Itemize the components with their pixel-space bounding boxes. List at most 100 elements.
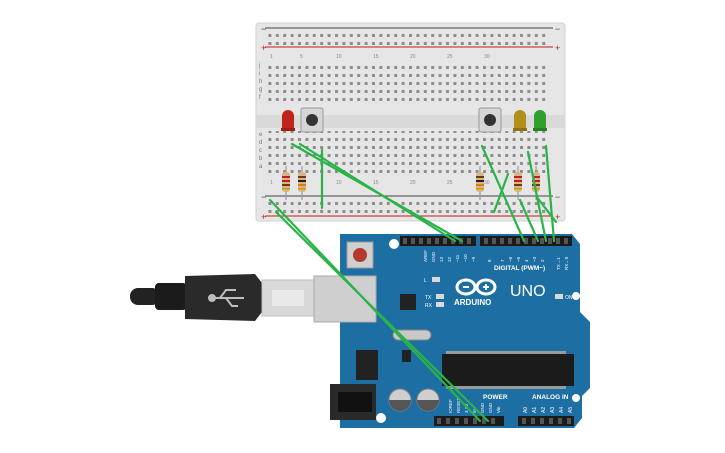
analog-label: ANALOG IN — [532, 394, 569, 401]
row-letter: a — [259, 164, 263, 170]
rail-minus-sign: − — [261, 192, 266, 202]
pin-label: A4 — [559, 407, 565, 413]
power-header[interactable] — [434, 416, 504, 426]
bottom-power-rail[interactable] — [268, 198, 548, 214]
l-led — [432, 277, 440, 282]
rail-minus-sign: − — [555, 24, 560, 34]
power-label: POWER — [483, 394, 508, 401]
wire[interactable] — [480, 144, 526, 243]
wire[interactable] — [492, 172, 510, 214]
on-label: ON — [565, 295, 573, 301]
resistor[interactable] — [514, 166, 522, 200]
pin-label: IOREF — [448, 399, 453, 413]
wire[interactable] — [298, 142, 457, 243]
digital-label: DIGITAL (PWM~) — [494, 265, 545, 272]
pin-label: A1 — [532, 407, 538, 413]
row-letter: b — [259, 156, 263, 162]
mount-hole — [572, 292, 580, 300]
row-letter: e — [259, 132, 263, 138]
pin-label: ~9 — [471, 256, 476, 262]
row-letter: h — [259, 79, 262, 85]
arduino-logo — [455, 278, 497, 296]
resistor[interactable] — [476, 166, 484, 200]
usb-cable[interactable] — [130, 274, 315, 321]
resistor[interactable] — [282, 166, 290, 200]
l-label: L — [424, 278, 427, 284]
pin-label: ~11 — [455, 254, 460, 262]
pin-label: Vin — [496, 406, 501, 413]
column-number: 15 — [373, 180, 379, 186]
voltage-regulator — [356, 350, 378, 380]
column-number: 20 — [410, 180, 416, 186]
pin-label: A5 — [568, 407, 574, 413]
pin-label: GND — [480, 402, 485, 413]
mount-hole — [376, 413, 386, 423]
push-button-left[interactable] — [300, 107, 324, 133]
arduino-uno-board[interactable]: ARDUINO UNO L TX RX ON AREF GND — [313, 234, 590, 428]
pin-label: RX←0 — [564, 256, 569, 270]
column-number: 10 — [336, 54, 342, 60]
usb-port[interactable] — [313, 275, 377, 323]
push-button-right[interactable] — [478, 107, 502, 133]
pin-label: RESET — [456, 398, 461, 413]
rx-led — [436, 302, 444, 307]
rail-plus-sign: + — [261, 43, 266, 53]
column-number: 1 — [270, 54, 273, 60]
wire[interactable] — [544, 144, 556, 243]
tx-label: TX — [425, 295, 432, 301]
tx-led — [436, 294, 444, 299]
wire[interactable] — [518, 198, 540, 243]
wire[interactable] — [534, 194, 558, 224]
pin-label: ~5 — [516, 256, 521, 262]
column-number: 15 — [373, 54, 379, 60]
row-letter: j — [258, 63, 260, 69]
column-number: 25 — [447, 180, 453, 186]
bottom-terminal-strip[interactable] — [268, 131, 548, 173]
wire[interactable] — [274, 210, 490, 423]
pin-label: A2 — [541, 407, 547, 413]
rail-plus-sign: + — [261, 212, 266, 222]
column-number: 25 — [447, 54, 453, 60]
top-power-rail[interactable] — [268, 30, 548, 45]
pin-label: ~6 — [508, 256, 513, 262]
pin-label: 7 — [500, 259, 505, 262]
atmega-chip — [442, 354, 574, 386]
rail-plus-sign: + — [555, 43, 560, 53]
column-number: 20 — [410, 54, 416, 60]
pin-label: A0 — [523, 407, 529, 413]
yellow-led[interactable] — [513, 110, 527, 131]
reset-button[interactable] — [346, 241, 374, 269]
column-number: 5 — [300, 54, 303, 60]
rail-minus-sign: − — [261, 24, 266, 34]
pin-label: 12 — [447, 256, 452, 262]
pin-label: GND — [431, 251, 436, 262]
on-led — [555, 294, 563, 299]
usb-chip — [400, 294, 416, 310]
pin-label: A3 — [550, 407, 556, 413]
analog-header[interactable] — [518, 416, 574, 426]
pin-label: AREF — [423, 250, 428, 262]
pin-label: TX→1 — [556, 257, 561, 270]
row-letter: g — [259, 87, 262, 93]
rail-minus-sign: − — [555, 192, 560, 202]
column-number: 1 — [270, 180, 273, 186]
rx-label: RX — [425, 303, 433, 309]
row-letter: c — [259, 148, 262, 154]
row-letter: i — [259, 71, 260, 77]
rail-plus-sign: + — [555, 212, 560, 222]
pin-label: 4 — [524, 259, 529, 262]
column-number: 30 — [484, 54, 490, 60]
pin-label: ~10 — [463, 254, 468, 262]
model-text: UNO — [510, 283, 546, 300]
red-led[interactable] — [281, 110, 295, 131]
resistor[interactable] — [298, 166, 306, 200]
pin-label: 2 — [540, 259, 545, 262]
green-led[interactable] — [533, 110, 547, 131]
row-letter: f — [259, 95, 261, 101]
usb-icon — [208, 289, 244, 307]
pin-label: 13 — [439, 256, 444, 262]
column-number: 10 — [336, 180, 342, 186]
breadboard[interactable]: − + − + − + − + j i h g f e d c b a 1 5 … — [255, 22, 566, 222]
top-terminal-strip[interactable] — [268, 62, 548, 104]
